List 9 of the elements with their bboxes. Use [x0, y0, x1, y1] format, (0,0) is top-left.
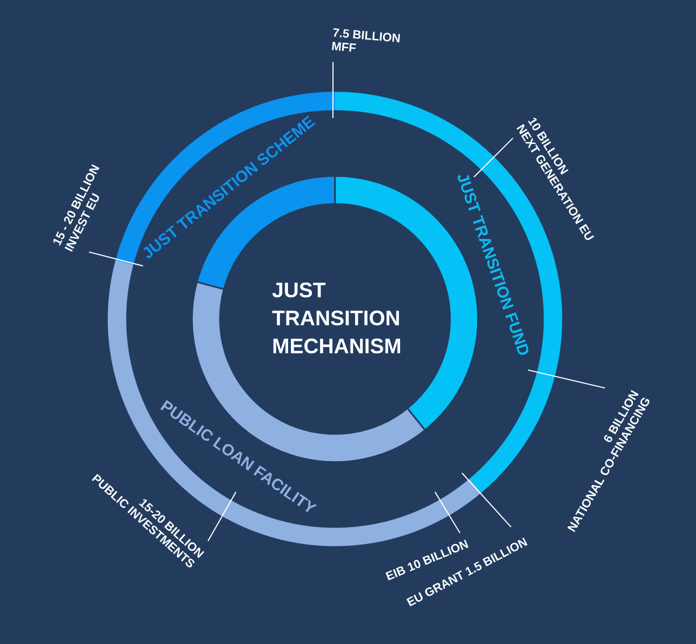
leader-line: [208, 492, 236, 542]
leader-line: [88, 251, 144, 266]
leader-line: [474, 138, 514, 178]
leader-line: [332, 62, 334, 118]
leader-line: [462, 472, 512, 528]
leader-line: [528, 369, 606, 389]
center-label: JUST TRANSITION MECHANISM: [272, 282, 400, 354]
callout-label: 7.5 BILLION MFF: [332, 28, 400, 52]
leader-line: [434, 492, 460, 534]
